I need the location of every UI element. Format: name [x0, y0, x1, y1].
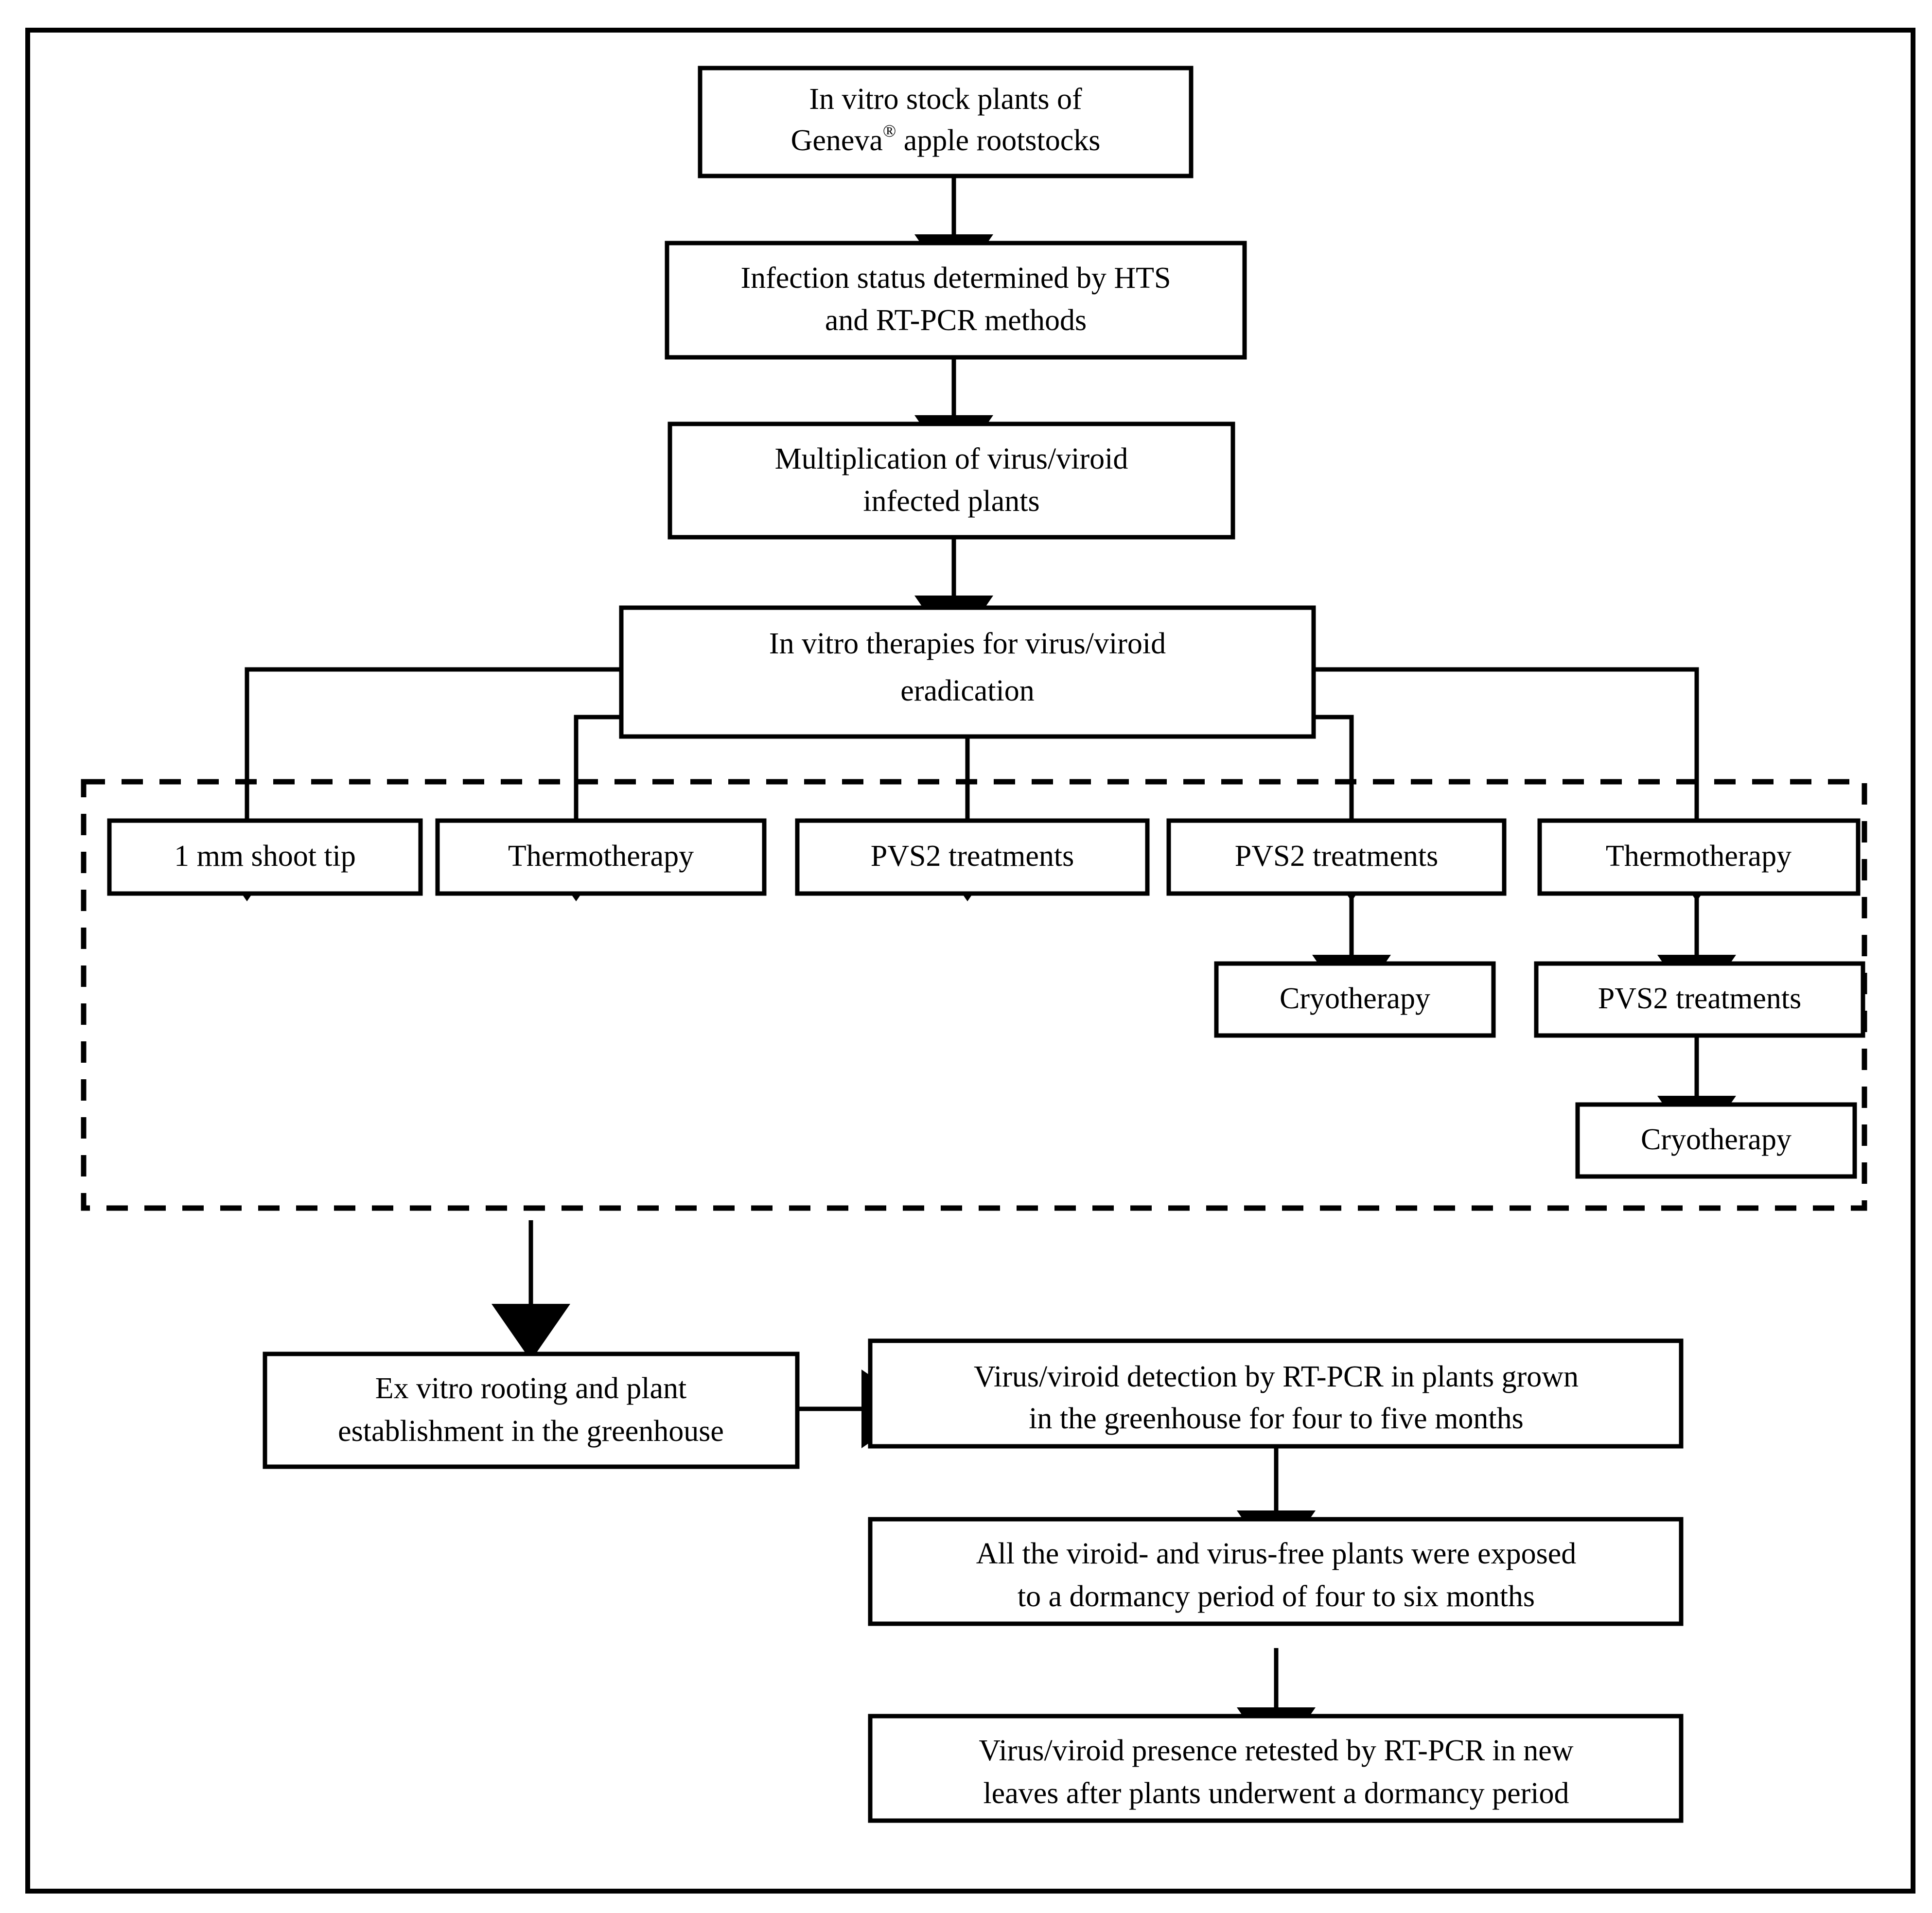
node-box-multiplication — [667, 421, 1235, 540]
node-label-treatment-5-grandchild: Cryotherapy — [1641, 1123, 1791, 1156]
node-label-treatment-4-child: Cryotherapy — [1280, 982, 1430, 1015]
node-label-ex-vitro-rooting-line1: Ex vitro rooting and plant — [375, 1372, 687, 1405]
node-label-in-vitro-therapies-line1: In vitro therapies for virus/viroid — [769, 627, 1166, 660]
node-box-treatment-5 — [1537, 818, 1861, 896]
connector-group — [208, 176, 1736, 1764]
node-label-treatment-3: PVS2 treatments — [871, 840, 1074, 873]
node-label-infection-status-line2: and RT-PCR methods — [825, 304, 1087, 337]
node-label-multiplication-line1: Multiplication of virus/viroid — [775, 442, 1128, 475]
node-label-stock-plants-line2: Geneva® apple rootstocks — [791, 121, 1101, 157]
node-box-dormancy — [868, 1517, 1684, 1626]
treatments-group-dashed-frame — [81, 779, 1867, 1211]
node-label-treatment-2: Thermotherapy — [508, 840, 694, 873]
node-box-in-vitro-therapies — [619, 605, 1316, 739]
connector-therapies-to-treatment-4 — [1312, 715, 1391, 901]
node-label-detection-greenhouse-line1: Virus/viroid detection by RT-PCR in plan… — [974, 1360, 1579, 1393]
registered-mark-icon: ® — [883, 121, 896, 140]
node-box-infection-status — [665, 241, 1247, 360]
node-label-in-vitro-therapies-line2: eradication — [900, 674, 1034, 707]
node-label-treatment-5-child: PVS2 treatments — [1598, 982, 1801, 1015]
outer-frame — [25, 28, 1915, 1894]
node-label-retest-line1: Virus/viroid presence retested by RT-PCR… — [979, 1734, 1573, 1767]
node-label-treatment-4: PVS2 treatments — [1235, 840, 1438, 873]
node-box-detection-greenhouse — [868, 1338, 1684, 1449]
node-box-stock-plants — [698, 66, 1194, 178]
stock-plants-suffix: apple rootstocks — [896, 124, 1100, 157]
node-box-treatment-1 — [107, 818, 423, 896]
node-box-treatment-4 — [1166, 818, 1507, 896]
stock-plants-brand: Geneva — [791, 124, 883, 157]
connector-therapies-to-treatment-2 — [537, 715, 621, 901]
node-label-treatment-1: 1 mm shoot tip — [174, 840, 356, 873]
node-box-treatment-5-grandchild — [1575, 1102, 1857, 1179]
node-label-ex-vitro-rooting-line2: establishment in the greenhouse — [338, 1415, 724, 1448]
node-label-treatment-5: Thermotherapy — [1606, 840, 1791, 873]
node-label-stock-plants-line1: In vitro stock plants of — [809, 83, 1082, 116]
connector-therapies-to-treatment-1 — [208, 667, 621, 901]
node-box-treatment-3 — [795, 818, 1150, 896]
node-label-multiplication-line2: infected plants — [863, 485, 1039, 518]
node-box-ex-vitro-rooting — [263, 1351, 800, 1469]
node-box-treatment-4-child — [1214, 961, 1496, 1038]
node-label-detection-greenhouse-line2: in the greenhouse for four to five month… — [1029, 1402, 1524, 1435]
node-box-retest — [868, 1714, 1684, 1823]
node-label-infection-status-line1: Infection status determined by HTS — [740, 262, 1171, 295]
node-box-treatment-2 — [435, 818, 767, 896]
node-label-retest-line2: leaves after plants underwent a dormancy… — [983, 1777, 1569, 1810]
node-label-dormancy-line1: All the viroid- and virus-free plants we… — [976, 1537, 1576, 1570]
node-label-dormancy-line2: to a dormancy period of four to six mont… — [1018, 1580, 1535, 1613]
node-box-treatment-5-child — [1534, 961, 1865, 1038]
connector-therapies-to-treatment-5 — [1314, 667, 1736, 901]
